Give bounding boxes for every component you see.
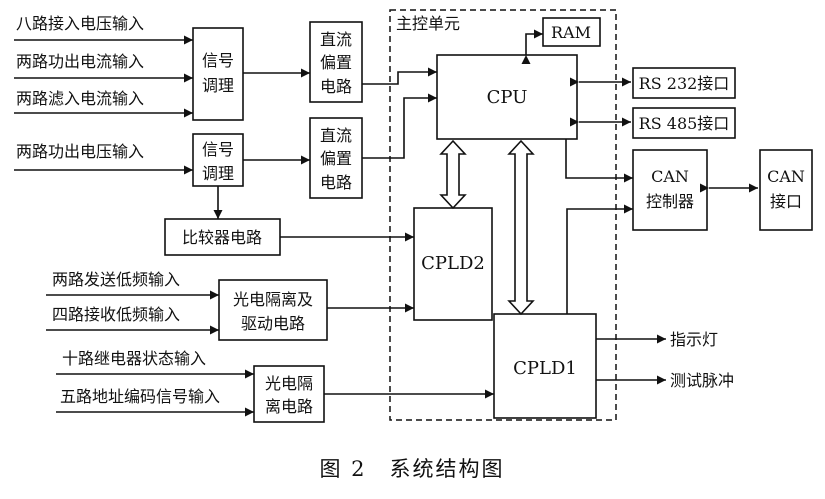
dc2-line1: 直流 — [320, 126, 352, 145]
output-label-test-pulse: 测试脉冲 — [670, 371, 734, 390]
cpu-cpld1-bus-arrow — [507, 139, 535, 316]
input-label-3: 两路滤入电流输入 — [16, 89, 144, 108]
input-label-2: 两路功出电流输入 — [16, 52, 144, 71]
cpld1-to-can-controller — [566, 204, 633, 314]
signal1-line2: 调理 — [202, 76, 234, 95]
cpu-to-can-controller — [565, 139, 633, 183]
figure-caption: 图 2 系统结构图 — [319, 457, 504, 481]
rs485-label: RS 485接口 — [639, 114, 730, 133]
main-control-unit-label: 主控单元 — [396, 14, 460, 33]
input-label-5: 两路发送低频输入 — [52, 270, 180, 289]
rs485-interface-block — [632, 107, 736, 139]
dc-bias-block-1 — [309, 21, 363, 103]
dc1-line2: 偏置 — [320, 53, 352, 72]
can-if-line2: 接口 — [770, 192, 802, 211]
can-controller-block — [632, 149, 708, 231]
opto1-line1: 光电隔离及 — [233, 290, 313, 309]
signal1-line1: 信号 — [202, 51, 234, 70]
opto1-line2: 驱动电路 — [241, 314, 305, 333]
cpu-cpld2-bus-arrow — [439, 139, 467, 210]
can-ctrl-line2: 控制器 — [646, 192, 694, 211]
opto2-line1: 光电隔 — [265, 374, 313, 393]
dc2-line3: 电路 — [320, 173, 352, 192]
dc-bias-block-2 — [309, 117, 363, 199]
signal2-line2: 调理 — [202, 164, 234, 183]
output-label-indicator: 指示灯 — [670, 330, 718, 349]
input-label-6: 四路接收低频输入 — [52, 305, 180, 324]
cpu-label: CPU — [487, 87, 528, 108]
input-arrows — [14, 35, 254, 417]
cpld1-block — [493, 313, 597, 419]
signal2-line1: 信号 — [202, 140, 234, 159]
signal-conditioning-block-1 — [192, 27, 244, 121]
can-ctrl-line1: CAN — [651, 167, 689, 186]
connections — [213, 29, 758, 399]
dc1-line1: 直流 — [320, 30, 352, 49]
input-label-1: 八路接入电压输入 — [16, 14, 144, 33]
dc2-line2: 偏置 — [320, 149, 352, 168]
rs232-label: RS 232接口 — [639, 74, 730, 93]
can-interface-block — [759, 149, 813, 231]
cpld2-label: CPLD2 — [421, 253, 485, 274]
cpld2-block — [413, 207, 493, 321]
input-label-4: 两路功出电压输入 — [16, 142, 144, 161]
comparator-label: 比较器电路 — [182, 228, 262, 247]
opto2-line2: 离电路 — [265, 397, 313, 416]
input-label-7: 十路继电器状态输入 — [62, 349, 206, 368]
dc1-line3: 电路 — [320, 77, 352, 96]
opto-isolation-block — [253, 365, 325, 423]
main-control-unit-boundary — [389, 9, 617, 421]
cpu-block — [436, 54, 578, 140]
can-if-line1: CAN — [767, 167, 805, 186]
rs232-interface-block — [632, 67, 736, 99]
cpld1-label: CPLD1 — [513, 358, 577, 379]
opto-isolation-driver-block — [218, 279, 328, 341]
ram-block — [542, 17, 601, 47]
dc1-to-cpu — [362, 67, 437, 85]
comparator-block — [164, 218, 281, 256]
ram-label: RAM — [551, 23, 591, 42]
dc2-to-cpu — [362, 93, 437, 159]
ram-cpu-link — [521, 29, 543, 64]
input-label-8: 五路地址编码信号输入 — [60, 387, 220, 406]
